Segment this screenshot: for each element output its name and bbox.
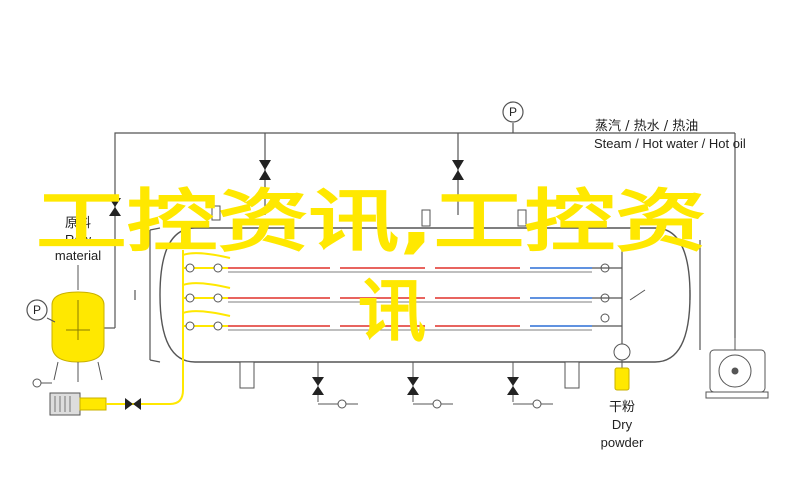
svg-text:P: P bbox=[509, 105, 517, 119]
pressure-gauge-tank: P bbox=[26, 299, 56, 323]
drain-trap-icon bbox=[32, 378, 52, 388]
vacuum-pump-icon bbox=[705, 338, 769, 399]
heating-header bbox=[100, 123, 736, 338]
dry-powder-label-en-2: powder bbox=[601, 435, 644, 450]
heating-medium-label-cn: 蒸汽 / 热水 / 热油 bbox=[595, 119, 698, 134]
feed-pump-icon bbox=[49, 392, 107, 416]
valve-icon bbox=[125, 398, 141, 410]
watermark-line-1: 工控资讯,工控资 bbox=[36, 183, 706, 262]
valve-icon bbox=[312, 377, 519, 395]
valve-icon bbox=[452, 160, 464, 180]
feed-line bbox=[106, 345, 184, 405]
watermark-line-2: 讯 bbox=[358, 273, 426, 352]
pressure-gauge-top: P bbox=[502, 101, 524, 123]
dry-powder-label-en-1: Dry bbox=[612, 417, 633, 432]
valve-icon bbox=[259, 160, 271, 180]
heating-tubes bbox=[228, 267, 592, 331]
raw-material-label-cn: 原料 bbox=[65, 216, 91, 231]
raw-material-label-en-1: Raw bbox=[65, 232, 92, 247]
valve-icon bbox=[109, 198, 121, 216]
raw-material-tank bbox=[51, 265, 105, 382]
svg-text:P: P bbox=[33, 303, 41, 317]
drain-trap-icon bbox=[318, 399, 553, 409]
dryer-vessel bbox=[134, 205, 701, 402]
heating-medium-label-en: Steam / Hot water / Hot oil bbox=[594, 136, 746, 151]
raw-material-label-en-2: material bbox=[55, 248, 101, 263]
cyclone-icon bbox=[613, 289, 646, 391]
dry-powder-label-cn: 干粉 bbox=[609, 400, 635, 415]
